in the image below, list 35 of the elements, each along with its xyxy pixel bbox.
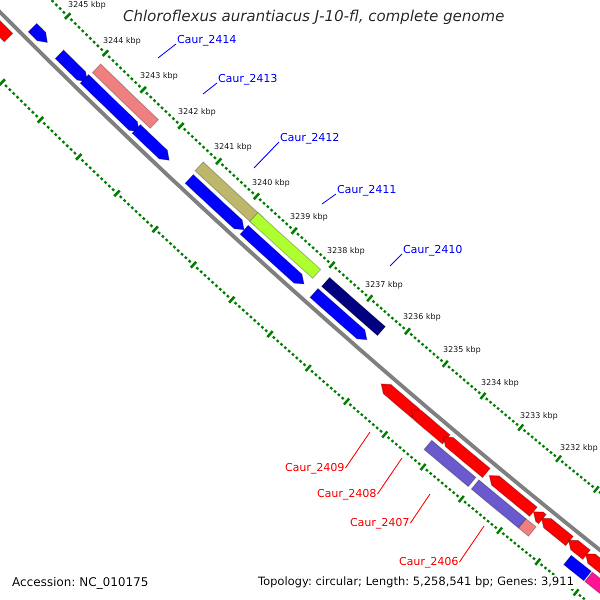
- leader-line: [158, 44, 176, 58]
- leader-line: [322, 194, 336, 204]
- gene-label: Caur_2409: [285, 462, 344, 473]
- scale-label: 3232 kbp: [560, 444, 598, 452]
- scale-label: 3234 kbp: [481, 379, 519, 387]
- scale-label: 3239 kbp: [290, 213, 328, 221]
- leader-line: [254, 142, 280, 168]
- gene-label: Caur_2414: [177, 34, 236, 45]
- footer-text: Topology: circular; Length: 5,258,541 bp; Genes: 3,911: [256, 575, 576, 588]
- scale-label: 3241 kbp: [214, 143, 252, 151]
- scale-label: 3236 kbp: [403, 313, 441, 321]
- scale-label: 3242 kbp: [178, 108, 216, 116]
- scale-label: 3244 kbp: [103, 37, 141, 45]
- scale-label: 3233 kbp: [520, 412, 558, 420]
- scale-label: 3240 kbp: [252, 179, 290, 187]
- footer-text: Accession: NC_010175: [10, 575, 150, 589]
- gene-label: Caur_2408: [317, 488, 376, 499]
- leader-line: [376, 458, 402, 495]
- leader-line: [410, 494, 430, 524]
- scale-label: 3235 kbp: [443, 346, 481, 354]
- scale-label: 3245 kbp: [68, 1, 106, 9]
- leader-line: [458, 526, 484, 563]
- leader-line: [390, 254, 402, 266]
- gene-label: Caur_2406: [399, 556, 458, 567]
- scale-label: 3238 kbp: [327, 247, 365, 255]
- leader-line: [202, 82, 218, 94]
- title: Chloroflexus aurantiacus J-10-fl, complete genome: [123, 9, 504, 24]
- scale-label: 3243 kbp: [140, 72, 178, 80]
- gene-label: Caur_2411: [337, 184, 396, 195]
- gene-label: Caur_2412: [280, 132, 340, 143]
- gene-label: Caur_2407: [350, 517, 410, 528]
- scale-label: 3237 kbp: [365, 281, 403, 289]
- gene-label: Caur_2413: [218, 73, 278, 84]
- leader-line: [344, 432, 370, 469]
- gene-label: Caur_2410: [403, 244, 462, 255]
